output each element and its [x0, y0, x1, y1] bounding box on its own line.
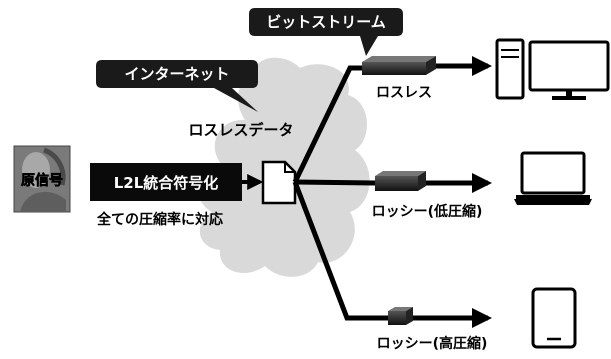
bitstream-callout — [249, 8, 403, 56]
bitstream-label: ビットストリーム — [266, 13, 386, 31]
original-signal-label: 原信号 — [21, 172, 63, 189]
data-block-lossy-low-icon — [375, 171, 426, 191]
lossless-data-label: ロスレスデータ — [188, 121, 293, 139]
branch-lossy-low-line — [294, 179, 376, 186]
document-icon — [261, 160, 297, 205]
internet-label: インターネット — [124, 65, 229, 83]
desktop-computer-icon — [495, 38, 610, 100]
encoder-label: L2L統合符号化 — [114, 174, 219, 192]
internet-callout — [96, 60, 258, 112]
output-lossless-label: ロスレス — [376, 85, 432, 101]
original-signal-photo-icon — [13, 145, 71, 213]
tablet-icon — [531, 287, 577, 349]
output-lossy-low-label: ロッシー(低圧縮) — [372, 203, 483, 220]
branch-lossless-line — [292, 65, 362, 184]
laptop-icon — [514, 151, 592, 205]
data-block-lossy-high-icon — [388, 307, 413, 325]
output-lossy-high-label: ロッシー(高圧縮) — [377, 335, 488, 352]
branch-lossy-high-line — [292, 181, 388, 321]
encoder-caption: 全ての圧縮率に対応 — [96, 211, 223, 228]
data-block-lossless-icon — [362, 56, 436, 75]
encoder-box — [90, 163, 242, 201]
